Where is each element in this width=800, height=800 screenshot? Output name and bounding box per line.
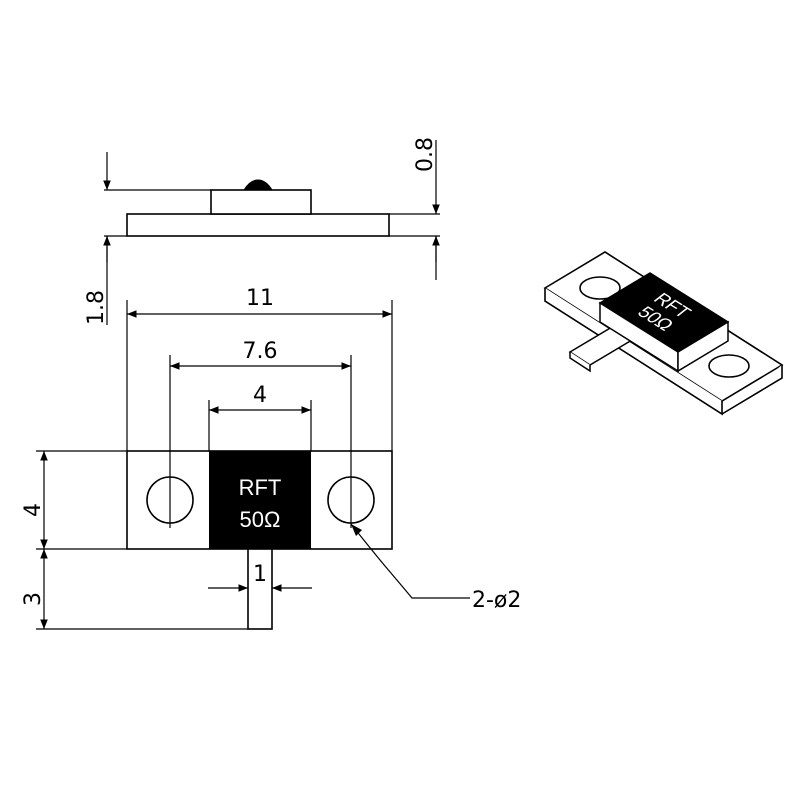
dim-11-label: 11 (246, 286, 274, 311)
dim-1-8-label: 1.8 (84, 290, 109, 325)
side-chip (210, 189, 312, 215)
lead-tab (247, 548, 273, 630)
hole-callout-leader (350, 523, 470, 599)
isometric-view: RFT 50Ω (543, 251, 784, 416)
side-view: 1.8 0.8 (84, 137, 440, 325)
iso-hole-right (708, 354, 750, 378)
dim-7-6-label: 7.6 (243, 339, 278, 364)
iso-hole-left (579, 276, 621, 300)
hole-callout-label: 2-ø2 (472, 588, 521, 613)
side-lead-bump (243, 179, 273, 191)
dim-4-height-label: 4 (21, 503, 46, 517)
dim-3-label: 3 (21, 592, 46, 606)
chip-label-line1: RFT (239, 475, 282, 500)
dim-1-label: 1 (253, 562, 267, 587)
chip-label-line2: 50Ω (240, 507, 281, 532)
top-view: RFT 50Ω 11 7.6 4 4 3 (21, 286, 521, 630)
side-flange (126, 213, 390, 237)
dim-4-width-label: 4 (253, 383, 267, 408)
dim-0-8-label: 0.8 (413, 137, 438, 172)
resistor-chip (209, 451, 311, 549)
